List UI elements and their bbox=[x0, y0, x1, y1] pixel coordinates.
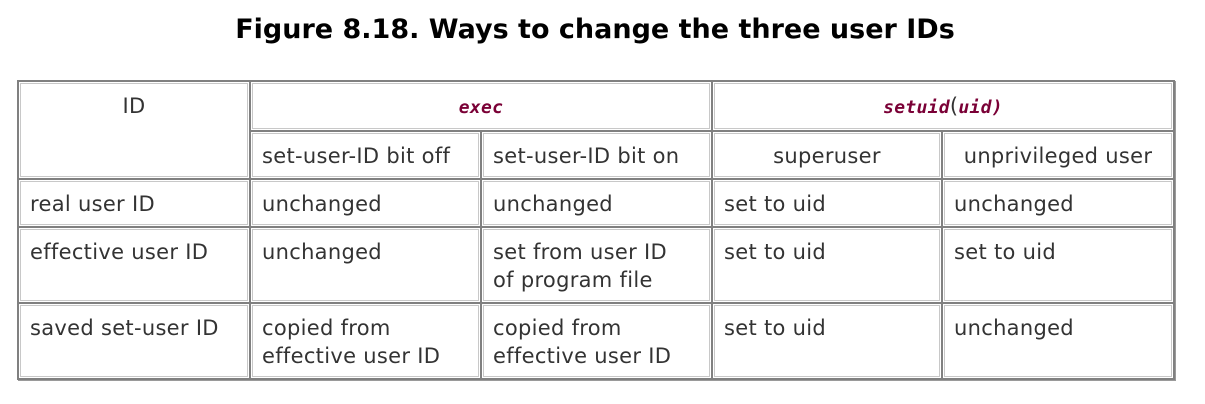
row-label: effective user ID bbox=[18, 227, 250, 303]
table-cell: set to uid bbox=[712, 179, 942, 227]
header-exec: exec bbox=[250, 81, 712, 131]
figure-title: Figure 8.18. Ways to change the three us… bbox=[235, 14, 955, 45]
exec-label: exec bbox=[458, 97, 504, 118]
table-cell: set to uid bbox=[712, 227, 942, 303]
setuid-name: setuid bbox=[883, 97, 950, 118]
header-bit-off: set-user-ID bit off bbox=[250, 131, 481, 179]
cell-line: of program file bbox=[493, 268, 653, 292]
header-setuid: setuid(uid) bbox=[712, 81, 1175, 131]
cell-line: copied from bbox=[262, 316, 391, 340]
cell-line: effective user ID bbox=[262, 344, 441, 368]
table-cell: unchanged bbox=[942, 303, 1175, 379]
header-unprivileged: unprivileged user bbox=[942, 131, 1175, 179]
table-cell: set from user ID of program file bbox=[481, 227, 712, 303]
setuid-arg: uid) bbox=[958, 97, 1003, 118]
cell-line: effective user ID bbox=[493, 344, 672, 368]
row-label: real user ID bbox=[18, 179, 250, 227]
user-id-table: ID exec setuid(uid) set-user-ID bit off … bbox=[17, 80, 1176, 380]
cell-line: copied from bbox=[493, 316, 622, 340]
header-superuser: superuser bbox=[712, 131, 942, 179]
table-row: saved set-user ID copied from effective u… bbox=[18, 303, 1175, 379]
table-cell: set to uid bbox=[942, 227, 1175, 303]
header-row-1: ID exec setuid(uid) bbox=[18, 81, 1175, 179]
table-cell: set to uid bbox=[712, 303, 942, 379]
row-label: saved set-user ID bbox=[18, 303, 250, 379]
table-row: real user ID unchanged unchanged set to … bbox=[18, 179, 1175, 227]
header-id-label: ID bbox=[122, 94, 146, 118]
header-row-2: set-user-ID bit off set-user-ID bit on s… bbox=[18, 131, 1175, 179]
cell-line: set from user ID bbox=[493, 240, 667, 264]
table-cell: copied from effective user ID bbox=[250, 303, 481, 379]
header-id: ID bbox=[18, 81, 250, 179]
table-cell: unchanged bbox=[481, 179, 712, 227]
table-cell: copied from effective user ID bbox=[481, 303, 712, 379]
table-cell: unchanged bbox=[942, 179, 1175, 227]
table-row: effective user ID unchanged set from use… bbox=[18, 227, 1175, 303]
table-cell: unchanged bbox=[250, 227, 481, 303]
setuid-paren: ( bbox=[949, 94, 959, 118]
table-cell: unchanged bbox=[250, 179, 481, 227]
header-bit-on: set-user-ID bit on bbox=[481, 131, 712, 179]
